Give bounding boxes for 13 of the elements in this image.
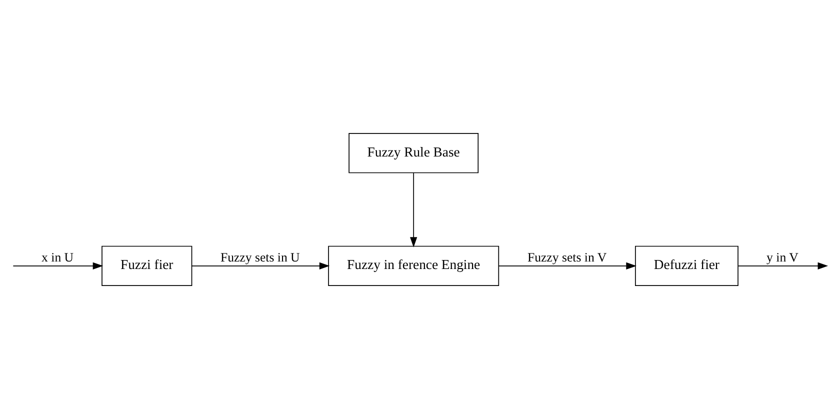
arrow (12, 262, 104, 270)
edge-label: Fuzzy sets in U (220, 250, 300, 264)
edge-label: Fuzzy sets in V (527, 250, 607, 264)
edge-label: x in U (42, 250, 74, 264)
arrow (410, 172, 418, 247)
node-box: Fuzzy in ference Engine (328, 245, 500, 286)
node-box: Fuzzy Rule Base (348, 132, 479, 173)
arrow (738, 262, 828, 270)
arrow (191, 262, 330, 270)
edge-label: y in V (766, 250, 798, 264)
node-box: Defuzzi fier (635, 245, 738, 286)
node-box: Fuzzi fier (102, 245, 192, 286)
arrow (498, 262, 636, 270)
